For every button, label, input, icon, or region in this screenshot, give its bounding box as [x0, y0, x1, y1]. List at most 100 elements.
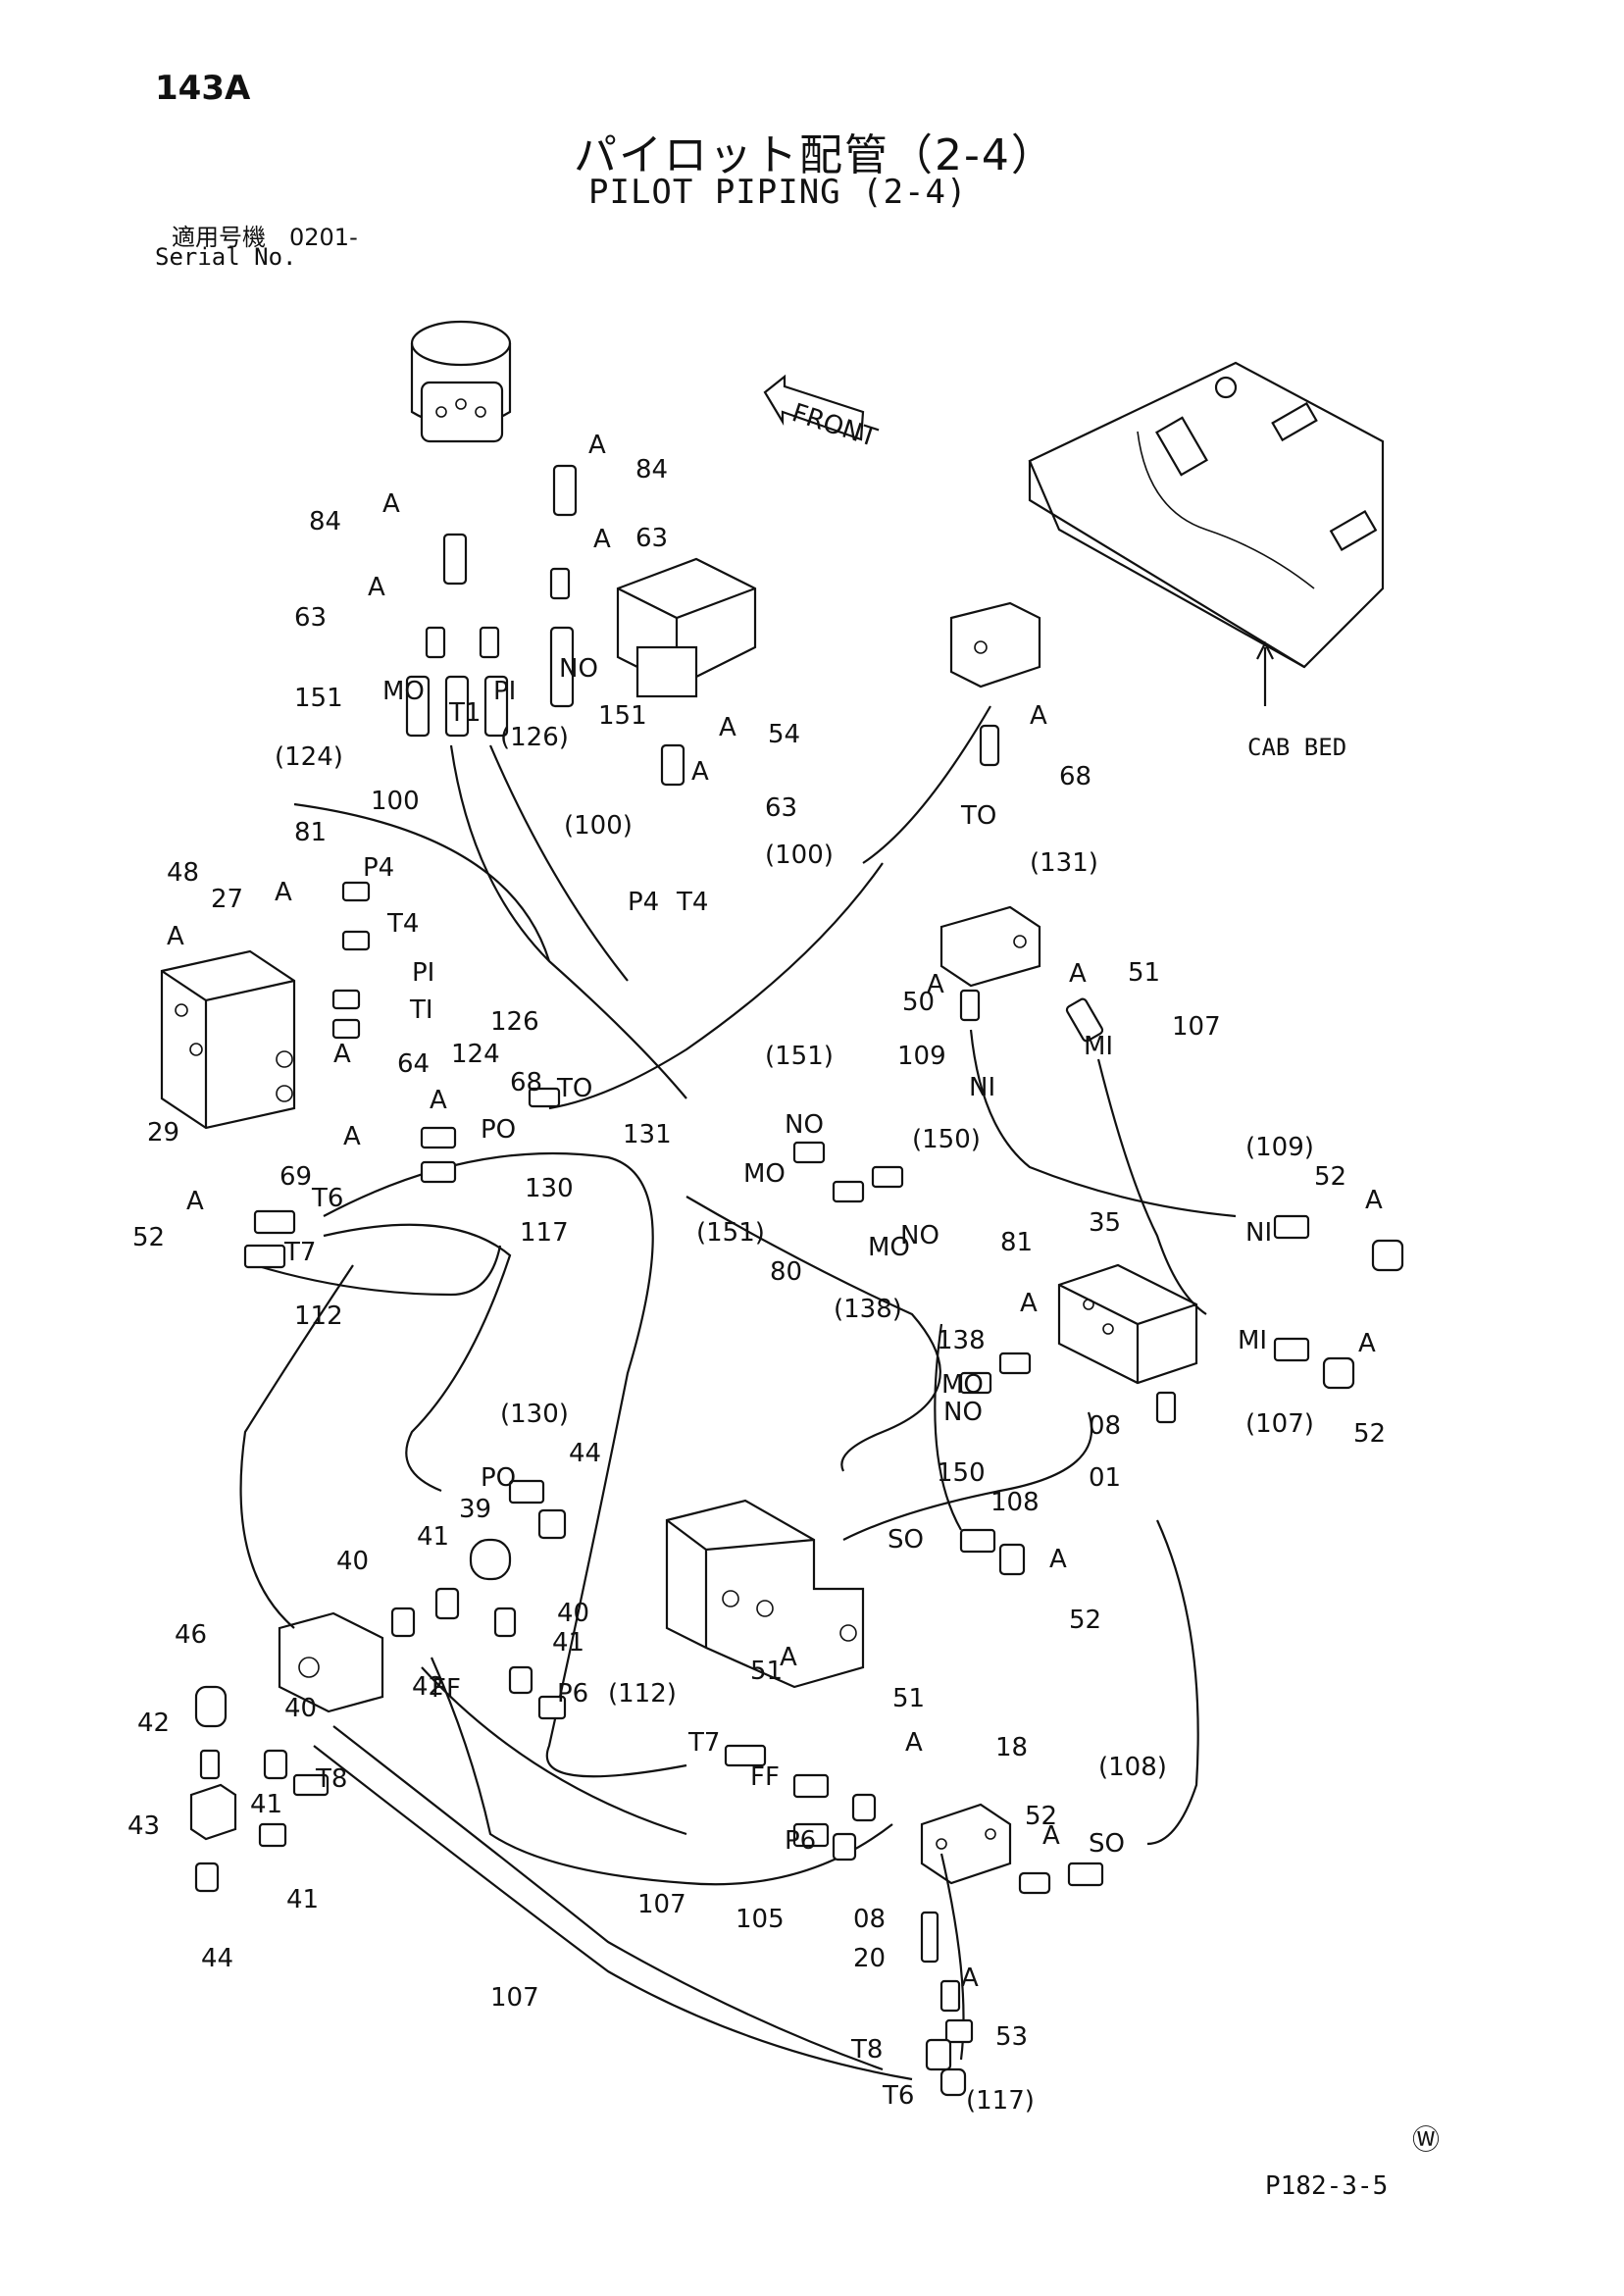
part-label-p68b: 68 — [510, 1068, 542, 1097]
part-label-p100b: (100) — [765, 841, 834, 870]
part-label-p107c: 107 — [637, 1890, 686, 1919]
front-label: FRONT — [788, 398, 881, 453]
serial-label-english: Serial No. — [155, 243, 297, 271]
a-marker: A — [1030, 701, 1047, 731]
part-label-p52a: 52 — [132, 1223, 165, 1252]
part-label-p150a: (150) — [912, 1125, 981, 1154]
part-label-p81b: 81 — [1000, 1228, 1033, 1257]
block-42 — [278, 1611, 384, 1713]
port-label-pi2: PI — [412, 958, 434, 988]
part-label-p84b: 84 — [635, 455, 668, 485]
hoses — [239, 705, 1237, 2081]
a-marker: A — [927, 970, 944, 999]
port-label-p4a: P4 — [363, 853, 394, 883]
port-label-t8a: T8 — [315, 1764, 347, 1794]
part-label-p63b: 63 — [635, 524, 668, 553]
a-marker: A — [382, 489, 400, 519]
port-label-no4: NO — [943, 1398, 983, 1427]
part-label-p51b: 51 — [750, 1657, 783, 1686]
port-label-ti2: TI — [409, 995, 433, 1025]
a-marker: A — [368, 573, 385, 602]
part-label-p107a: 107 — [1172, 1012, 1221, 1042]
part-label-p151c: (151) — [765, 1042, 834, 1071]
port-label-p4b: P4 — [628, 888, 659, 917]
a-marker: A — [275, 878, 292, 907]
port-label-ff2: FF — [750, 1762, 780, 1792]
page-number: 143A — [155, 69, 251, 108]
a-marker: A — [588, 431, 606, 460]
a-marker: A — [1069, 959, 1087, 989]
port-label-mo3: MO — [868, 1233, 910, 1262]
part-label-p80: 80 — [770, 1257, 802, 1287]
a-marker: A — [1042, 1821, 1060, 1851]
part-label-p39: 39 — [459, 1495, 491, 1524]
part-label-p35: 35 — [1089, 1208, 1121, 1238]
part-label-p138a: (138) — [834, 1295, 902, 1324]
port-label-ff1: FF — [431, 1674, 461, 1704]
port-label-po2: PO — [481, 1463, 516, 1493]
part-label-p48: 48 — [167, 858, 199, 888]
port-label-no2: NO — [785, 1110, 824, 1140]
shuttle-valve-upper — [616, 557, 757, 698]
part-label-p51c: 51 — [892, 1684, 925, 1713]
part-label-p18: 18 — [995, 1733, 1028, 1762]
drawing-code: P182-3-5 — [1265, 2171, 1389, 2201]
part-label-p54: 54 — [768, 720, 800, 749]
manifold-block-29 — [160, 949, 296, 1130]
part-label-p41c: 41 — [250, 1790, 282, 1819]
a-marker: A — [1049, 1545, 1067, 1574]
port-label-mi1: MI — [1084, 1032, 1113, 1061]
port-label-mo2: MO — [743, 1159, 786, 1189]
a-marker: A — [343, 1122, 361, 1151]
part-labels: 8484636363151151(124)(126)54(100)(100)10… — [127, 455, 1386, 2116]
part-label-p107b: (107) — [1245, 1409, 1314, 1439]
a-marker: A — [905, 1728, 923, 1758]
part-label-p109a: 109 — [897, 1042, 946, 1071]
part-label-p84a: 84 — [309, 507, 341, 536]
part-label-p117b: (117) — [966, 2086, 1035, 2116]
part-label-p138b: 138 — [937, 1326, 986, 1355]
port-label-t6b: T6 — [882, 2081, 914, 2111]
part-label-p109b: (109) — [1245, 1133, 1314, 1162]
port-label-mi2: MI — [1238, 1326, 1267, 1355]
part-label-p44b: 44 — [201, 1944, 233, 1973]
part-label-p130a: 130 — [525, 1174, 574, 1203]
part-label-p51a: 51 — [1128, 958, 1160, 988]
part-label-p150b: 150 — [937, 1458, 986, 1488]
fittings — [194, 464, 1404, 2097]
part-label-p52c: 52 — [1353, 1419, 1386, 1449]
a-marker: A — [1358, 1329, 1376, 1358]
part-label-p50: 50 — [902, 988, 935, 1017]
a-marker: A — [961, 1964, 979, 1993]
part-label-p124a: (124) — [275, 742, 343, 772]
part-label-p01: 01 — [1089, 1463, 1121, 1493]
part-label-p130b: (130) — [500, 1400, 569, 1429]
part-label-p131b: 131 — [623, 1120, 672, 1149]
part-label-p44a: 44 — [569, 1439, 601, 1468]
part-label-p131a: (131) — [1030, 848, 1098, 878]
port-label-p6b: P6 — [785, 1826, 816, 1856]
a-marker: A — [430, 1086, 447, 1115]
block-43 — [189, 1783, 237, 1841]
manifold-block-35 — [1057, 1263, 1198, 1385]
part-label-p112a: 112 — [294, 1301, 343, 1331]
port-label-so2: SO — [1089, 1829, 1125, 1859]
part-label-p126a: (126) — [500, 723, 569, 752]
page-title-english: PILOT PIPING (2-4) — [588, 173, 968, 212]
solenoid-valve — [665, 1499, 865, 1689]
port-label-t7a: T7 — [283, 1238, 316, 1267]
port-label-t1: T1 — [448, 698, 481, 728]
part-label-p108a: 108 — [990, 1488, 1040, 1517]
serial-label-japanese: 適用号機 0201- — [172, 224, 358, 251]
page-title-japanese: パイロット配管（2-4） — [574, 130, 1056, 180]
a-marker: A — [186, 1187, 204, 1216]
part-label-p63a: 63 — [294, 603, 327, 633]
port-label-to2: TO — [556, 1074, 592, 1103]
part-label-p42a: 42 — [412, 1672, 444, 1702]
part-label-p117: 117 — [520, 1218, 569, 1248]
port-label-t7b: T7 — [687, 1728, 720, 1758]
part-label-p107d: 107 — [490, 1983, 539, 2013]
part-label-p151b: 151 — [598, 701, 647, 731]
